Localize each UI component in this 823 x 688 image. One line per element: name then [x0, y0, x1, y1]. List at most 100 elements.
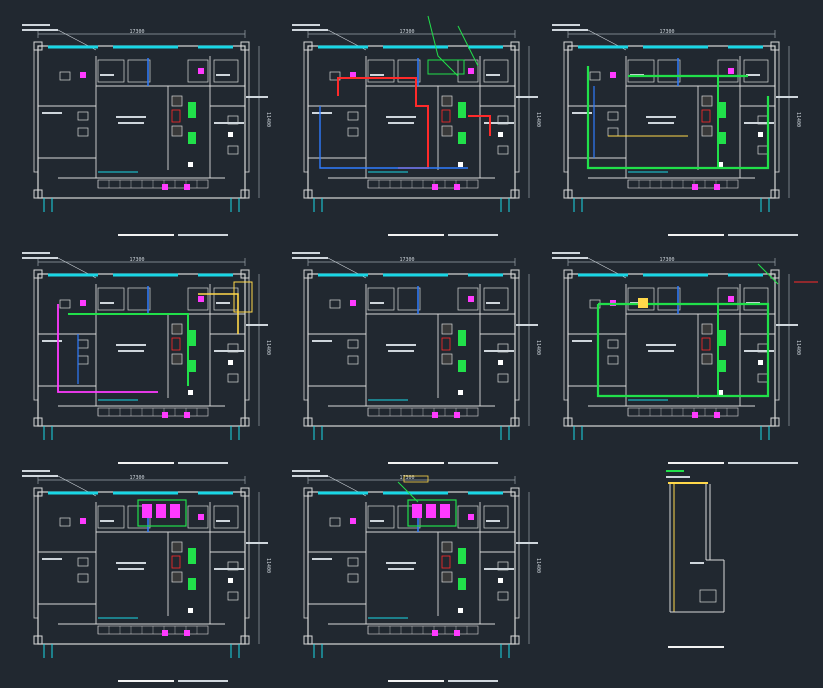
equipment [701, 95, 713, 107]
ahu-module [156, 504, 166, 518]
white-marker [498, 578, 503, 583]
column [240, 487, 250, 497]
magenta-fixture [350, 72, 356, 78]
note-text [22, 24, 50, 26]
fixture [347, 111, 359, 121]
plan-6: 17300 11400 [552, 252, 818, 464]
room-label [388, 122, 414, 124]
column [770, 41, 780, 51]
small-room [213, 505, 239, 529]
dimension-text-side: 11400 [795, 340, 801, 355]
section-detail-box [699, 589, 717, 603]
small-room [213, 59, 239, 83]
caption-underline [668, 646, 724, 648]
column [563, 41, 573, 51]
ahu-module [440, 504, 450, 518]
fixture [347, 355, 359, 365]
white-marker [718, 390, 723, 395]
fixture [77, 111, 89, 121]
room-label [216, 302, 230, 304]
room-label [648, 350, 674, 352]
white-marker [188, 390, 193, 395]
green-leader [457, 25, 479, 67]
red-equipment [171, 337, 181, 351]
room-label [386, 116, 416, 118]
white-marker [228, 578, 233, 583]
green-equipment [188, 578, 196, 590]
room-label [746, 74, 760, 76]
fixture [329, 299, 341, 309]
small-room [187, 287, 209, 311]
equipment [171, 125, 183, 137]
room-label [216, 74, 230, 76]
dimension-text-side: 11400 [265, 558, 271, 573]
fixture [497, 591, 509, 601]
yellow-unit [233, 281, 253, 313]
dimension-text-side: 11400 [795, 112, 801, 127]
small-room [743, 59, 769, 83]
room-label [214, 350, 244, 352]
fixture [757, 145, 769, 155]
small-room [657, 59, 681, 83]
column [33, 417, 43, 427]
room-label [744, 350, 774, 352]
green-ahu [407, 499, 457, 527]
green-loop-duct [596, 302, 770, 398]
room-label [246, 96, 268, 98]
fixture [347, 573, 359, 583]
room-label [312, 558, 332, 560]
column [510, 635, 520, 645]
magenta-fixture [454, 184, 460, 190]
small-room [97, 59, 125, 83]
magenta-fixture [80, 518, 86, 524]
magenta-fixture [692, 412, 698, 418]
column [510, 189, 520, 199]
fixture [607, 127, 619, 137]
small-room [367, 59, 395, 83]
room-label [216, 520, 230, 522]
dimension-text-top: 17300 [130, 475, 145, 481]
room-label [776, 324, 798, 326]
column [510, 487, 520, 497]
room-label [484, 350, 514, 352]
dimension-text-top: 17300 [400, 475, 415, 481]
small-room [187, 505, 209, 529]
fixture [607, 355, 619, 365]
green-equipment [188, 102, 196, 118]
room-label [118, 122, 144, 124]
magenta-fixture [184, 184, 190, 190]
equipment [441, 541, 453, 553]
red-equipment [441, 555, 451, 569]
column [33, 41, 43, 51]
note-text [22, 29, 58, 31]
fixture [227, 591, 239, 601]
caption-underline [388, 234, 444, 236]
small-room [627, 287, 655, 311]
wall-thickness [244, 49, 250, 173]
dimension-text-side: 11400 [535, 558, 541, 573]
magenta-fixture [80, 72, 86, 78]
room-label [42, 112, 62, 114]
dimension-text-top: 17300 [660, 257, 675, 263]
magenta-fixture [728, 296, 734, 302]
equipment [441, 571, 453, 583]
fixture [77, 573, 89, 583]
green-equipment [188, 132, 196, 144]
room-label [516, 324, 538, 326]
note-text [552, 252, 580, 254]
red-equipment [171, 555, 181, 569]
room-label [118, 350, 144, 352]
note-text [292, 257, 328, 259]
small-room [187, 59, 209, 83]
column [33, 189, 43, 199]
room-label [312, 340, 332, 342]
plan-7: 17300 11400 [22, 470, 271, 682]
magenta-fixture [198, 296, 204, 302]
room-label [370, 74, 384, 76]
small-room [397, 59, 421, 83]
column [510, 41, 520, 51]
column [770, 189, 780, 199]
equipment [701, 353, 713, 365]
